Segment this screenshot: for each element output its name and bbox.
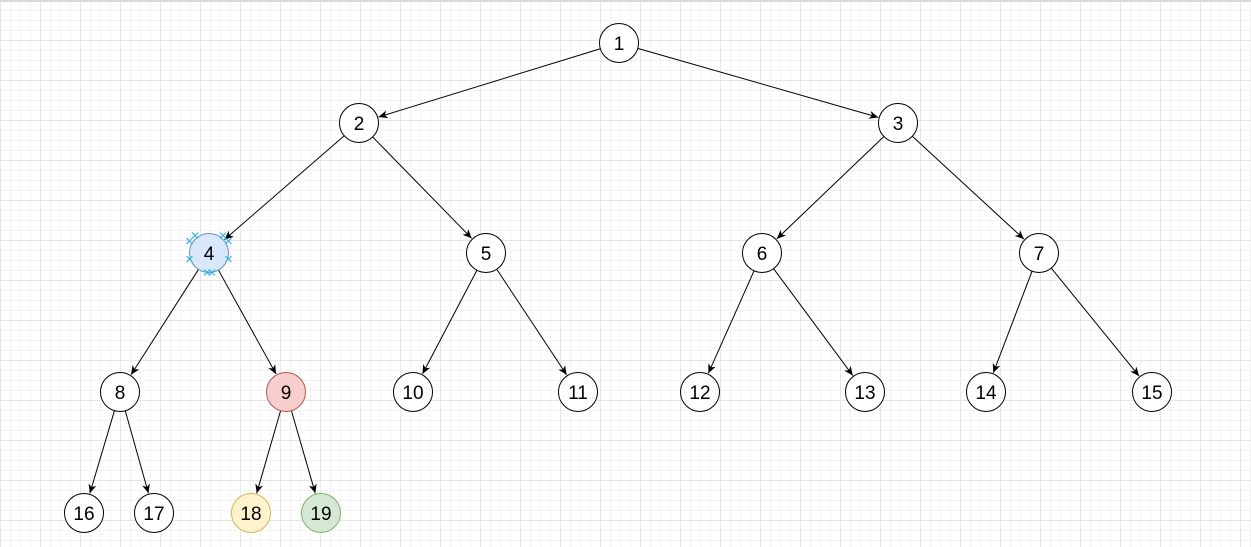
node-8[interactable]: 8	[100, 372, 140, 412]
node-circle-10[interactable]	[393, 372, 433, 412]
node-circle-17[interactable]	[134, 493, 174, 533]
node-15[interactable]: 15	[1132, 372, 1172, 412]
node-circle-14[interactable]	[966, 372, 1006, 412]
node-circle-2[interactable]	[339, 103, 379, 143]
node-label-17: 17	[143, 504, 164, 525]
edge-5-11[interactable]	[496, 268, 568, 376]
selection-handle-5[interactable]	[191, 232, 199, 239]
node-14[interactable]: 14	[966, 372, 1006, 412]
selection-handle-4[interactable]	[225, 255, 232, 263]
node-19[interactable]: 19	[301, 493, 341, 533]
selection-handle-6[interactable]	[219, 232, 227, 239]
edge-8-17[interactable]	[124, 410, 150, 494]
node-4[interactable]: 4	[189, 233, 229, 273]
node-label-11: 11	[568, 383, 588, 404]
node-circle-7[interactable]	[1019, 233, 1059, 273]
edge-1-3[interactable]	[637, 47, 879, 119]
node-circle-11[interactable]	[558, 372, 598, 412]
node-5[interactable]: 5	[466, 233, 506, 273]
edge-9-18[interactable]	[255, 410, 282, 494]
node-label-15: 15	[1141, 383, 1162, 404]
node-label-14: 14	[975, 383, 997, 404]
edge-1-2[interactable]	[378, 48, 601, 119]
node-18[interactable]: 18	[231, 493, 271, 533]
selection-handle-1[interactable]	[186, 237, 193, 245]
node-2[interactable]: 2	[339, 103, 379, 143]
node-13[interactable]: 13	[845, 372, 885, 412]
node-circle-8[interactable]	[100, 372, 140, 412]
edge-9-19[interactable]	[290, 410, 317, 494]
selection-handle-8[interactable]	[208, 269, 216, 276]
edge-3-7[interactable]	[911, 135, 1025, 240]
node-label-6: 6	[757, 244, 768, 265]
node-label-9: 9	[281, 383, 292, 404]
node-label-2: 2	[354, 114, 365, 135]
node-circle-1[interactable]	[599, 23, 639, 63]
edge-7-14[interactable]	[992, 271, 1033, 374]
node-circle-12[interactable]	[680, 372, 720, 412]
node-label-3: 3	[893, 114, 904, 135]
node-17[interactable]: 17	[134, 493, 174, 533]
selection-handle-2[interactable]	[225, 237, 232, 245]
node-circle-18[interactable]	[231, 493, 271, 533]
edge-6-12[interactable]	[707, 270, 755, 374]
node-12[interactable]: 12	[680, 372, 720, 412]
selection-handle-3[interactable]	[186, 255, 193, 263]
node-label-18: 18	[240, 504, 261, 525]
node-circle-5[interactable]	[466, 233, 506, 273]
node-16[interactable]: 16	[64, 493, 104, 533]
node-circle-4[interactable]	[189, 233, 229, 273]
edge-3-6[interactable]	[776, 136, 885, 240]
node-circle-19[interactable]	[301, 493, 341, 533]
node-circle-6[interactable]	[742, 233, 782, 273]
node-circle-13[interactable]	[845, 372, 885, 412]
node-9[interactable]: 9	[266, 372, 306, 412]
edge-6-13[interactable]	[773, 268, 854, 376]
edge-7-15[interactable]	[1050, 267, 1140, 377]
edge-8-16[interactable]	[88, 410, 115, 494]
node-10[interactable]: 10	[393, 372, 433, 412]
node-circle-15[interactable]	[1132, 372, 1172, 412]
node-label-1: 1	[614, 34, 625, 55]
node-7[interactable]: 7	[1019, 233, 1059, 273]
edge-4-8[interactable]	[130, 269, 199, 376]
node-3[interactable]: 3	[878, 103, 918, 143]
selection-handles[interactable]	[186, 232, 232, 276]
edge-4-9[interactable]	[218, 269, 277, 375]
node-label-19: 19	[310, 504, 331, 525]
node-label-12: 12	[689, 383, 710, 404]
node-circle-9[interactable]	[266, 372, 306, 412]
node-label-7: 7	[1034, 244, 1045, 265]
canvas-top-border	[0, 0, 1251, 2]
node-label-13: 13	[854, 383, 875, 404]
node-label-10: 10	[402, 383, 423, 404]
node-label-8: 8	[115, 383, 126, 404]
edge-2-5[interactable]	[372, 136, 473, 239]
edge-2-4[interactable]	[224, 135, 345, 240]
edge-5-10[interactable]	[422, 270, 478, 375]
node-6[interactable]: 6	[742, 233, 782, 273]
node-circle-3[interactable]	[878, 103, 918, 143]
node-label-5: 5	[481, 244, 492, 265]
node-circle-16[interactable]	[64, 493, 104, 533]
node-11[interactable]: 11	[558, 372, 598, 412]
node-1[interactable]: 1	[599, 23, 639, 63]
selection-handle-7[interactable]	[203, 269, 211, 276]
edges-layer	[88, 47, 1140, 494]
node-label-4: 4	[204, 244, 215, 265]
node-label-16: 16	[73, 504, 94, 525]
